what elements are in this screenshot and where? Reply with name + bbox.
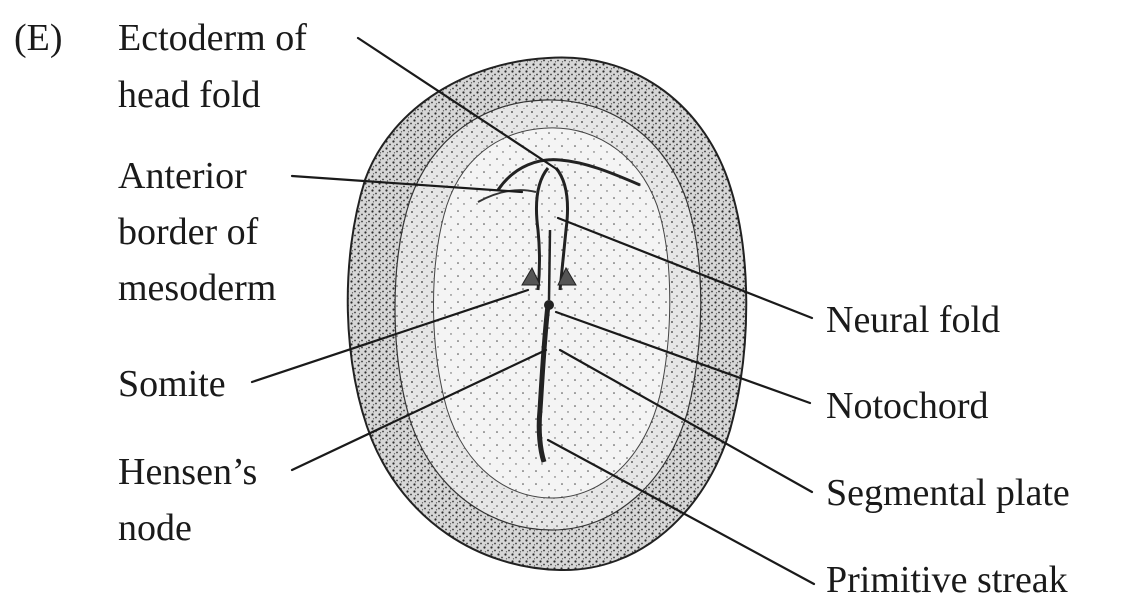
- label-neural-fold: Neural fold: [826, 299, 1000, 341]
- label-hensens-line1: Hensen’s: [118, 451, 257, 493]
- panel-label: (E): [14, 17, 63, 59]
- label-anterior-border-mesoderm: Anterior border of mesoderm: [118, 155, 276, 309]
- label-anterior-line2: border of: [118, 211, 259, 253]
- label-ectoderm-head-fold: Ectoderm of head fold: [118, 17, 316, 116]
- label-primitive-streak: Primitive streak: [826, 559, 1068, 601]
- label-ectoderm-head-fold-line1: Ectoderm of: [118, 17, 307, 59]
- label-notochord: Notochord: [826, 385, 989, 427]
- hensens-node-mark: [544, 300, 554, 310]
- label-segmental-plate: Segmental plate: [826, 472, 1070, 514]
- label-somite: Somite: [118, 363, 226, 405]
- label-ectoderm-head-fold-line2: head fold: [118, 74, 260, 116]
- label-anterior-line1: Anterior: [118, 155, 247, 197]
- label-hensens-node: Hensen’s node: [118, 451, 267, 549]
- label-anterior-line3: mesoderm: [118, 267, 276, 309]
- notochord-line: [549, 230, 550, 300]
- embryo-illustration: [348, 57, 747, 570]
- label-hensens-line2: node: [118, 507, 192, 549]
